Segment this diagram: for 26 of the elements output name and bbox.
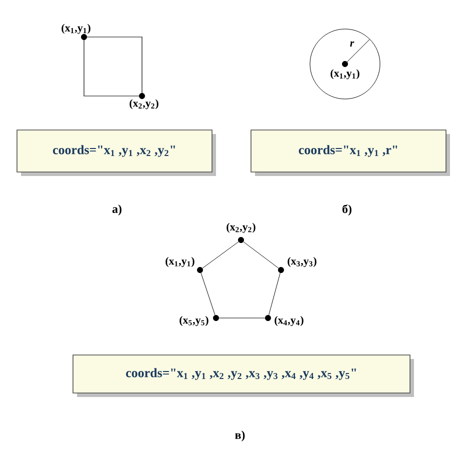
coordinate-label: (x$_{2}$,y$_{2}$) (130, 99, 158, 110)
coordinate-label: (x$_{4}$,y$_{4}$) (274, 316, 304, 326)
panel-label: в) (235, 430, 245, 442)
polygon-side (202, 242, 239, 268)
vertex-point (265, 315, 271, 321)
panel-label: а) (112, 204, 122, 216)
polygon-side (268, 272, 280, 316)
code-box: coords="x$_{1}$ ,y$_{1}$ ,x$_{2}$ ,y$_{2}$ ,x$_{3}$ ,y$_{3}$ ,x$_{4}$ ,y$_{4}$ ,x$_{5}$ ,y$_{5}$" (72, 354, 410, 394)
vertex-point (238, 237, 244, 243)
code-box: coords="x$_{1}$ ,y$_{1}$ ,x$_{2}$ ,y$_{2}$" (16, 130, 212, 172)
vertex-point (197, 267, 203, 273)
circle (310, 28, 380, 100)
vertex-point (278, 267, 284, 273)
coordinate-label: (x$_{1}$,y$_{1}$) (166, 257, 194, 267)
vertex-point (213, 315, 219, 321)
panel-label: б) (342, 204, 352, 216)
radius-label: r (350, 41, 354, 47)
coordinate-label: (x$_{2}$,y$_{2}$) (226, 222, 256, 233)
coordinate-label: (x$_{1}$,y$_{1}$) (62, 24, 90, 34)
rectangle (84, 36, 142, 96)
polygon-side (200, 272, 216, 316)
coordinate-label: (x$_{3}$,y$_{3}$) (288, 257, 316, 267)
polygon-side (243, 242, 279, 268)
code-box: coords="x$_{1}$ ,y$_{1}$ ,r" (250, 130, 446, 172)
coordinate-label: (x$_{5}$,y$_{5}$) (180, 316, 208, 326)
coordinate-label: (x$_{1}$,y$_{1}$) (330, 69, 360, 80)
